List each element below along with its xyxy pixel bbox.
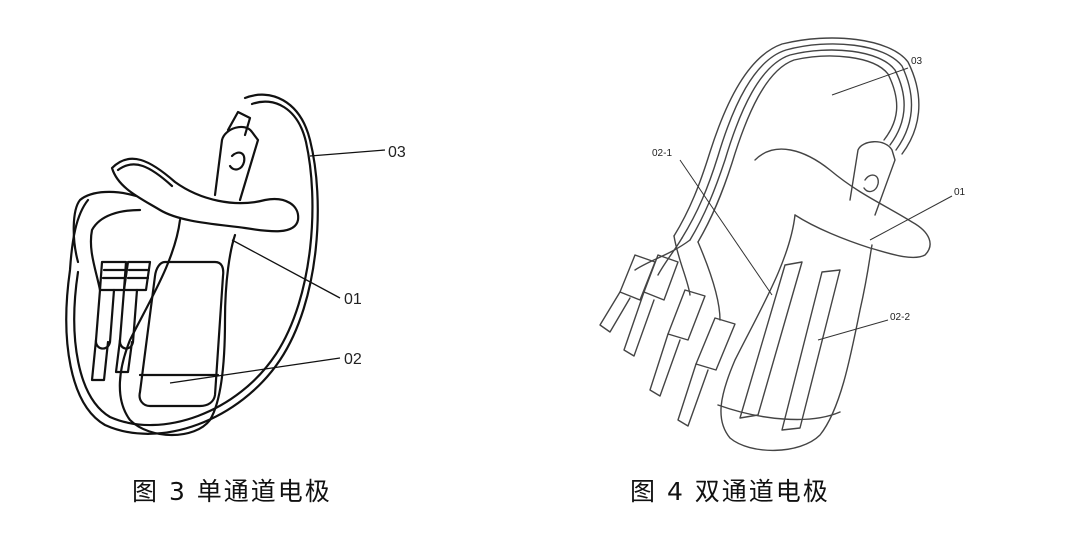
cable-loop [65, 93, 319, 435]
electrode-pad-2 [781, 269, 841, 431]
electrode-pad [138, 260, 225, 408]
top-connector [849, 141, 896, 216]
electrode-pad-1 [739, 261, 803, 419]
plug-a [98, 260, 128, 292]
plug-cables [89, 208, 142, 292]
plug-4 [695, 317, 736, 371]
figure-dual-channel: 03 01 02-1 02-2 图 4 双通道电极 [540, 0, 1080, 542]
electrode-body [118, 218, 237, 437]
label-01: 01 [344, 291, 362, 308]
plug-b [122, 260, 152, 292]
label-01: 01 [954, 187, 966, 198]
plug-1 [619, 254, 656, 301]
label-03: 03 [911, 56, 923, 67]
label-02-1: 02-1 [652, 148, 672, 159]
label-02-2: 02-2 [890, 312, 910, 323]
caption-figure-4: 图 4 双通道电极 [630, 477, 830, 506]
handle-bar [754, 148, 931, 259]
figure-single-channel: 03 01 02 图 3 单通道电极 [65, 93, 406, 506]
plug-3 [667, 289, 706, 341]
handle-bar [110, 157, 300, 233]
plug-2 [643, 254, 679, 301]
single-channel-electrode-drawing: 03 01 02 [65, 93, 406, 437]
cable-bundle [689, 49, 905, 241]
dual-channel-electrode-drawing: 03 01 02-1 02-2 [599, 37, 966, 452]
electrode-body [720, 214, 873, 452]
caption-figure-3: 图 3 单通道电极 [132, 477, 332, 506]
top-connector [213, 125, 260, 202]
label-02: 02 [344, 351, 362, 368]
label-03: 03 [388, 144, 406, 161]
